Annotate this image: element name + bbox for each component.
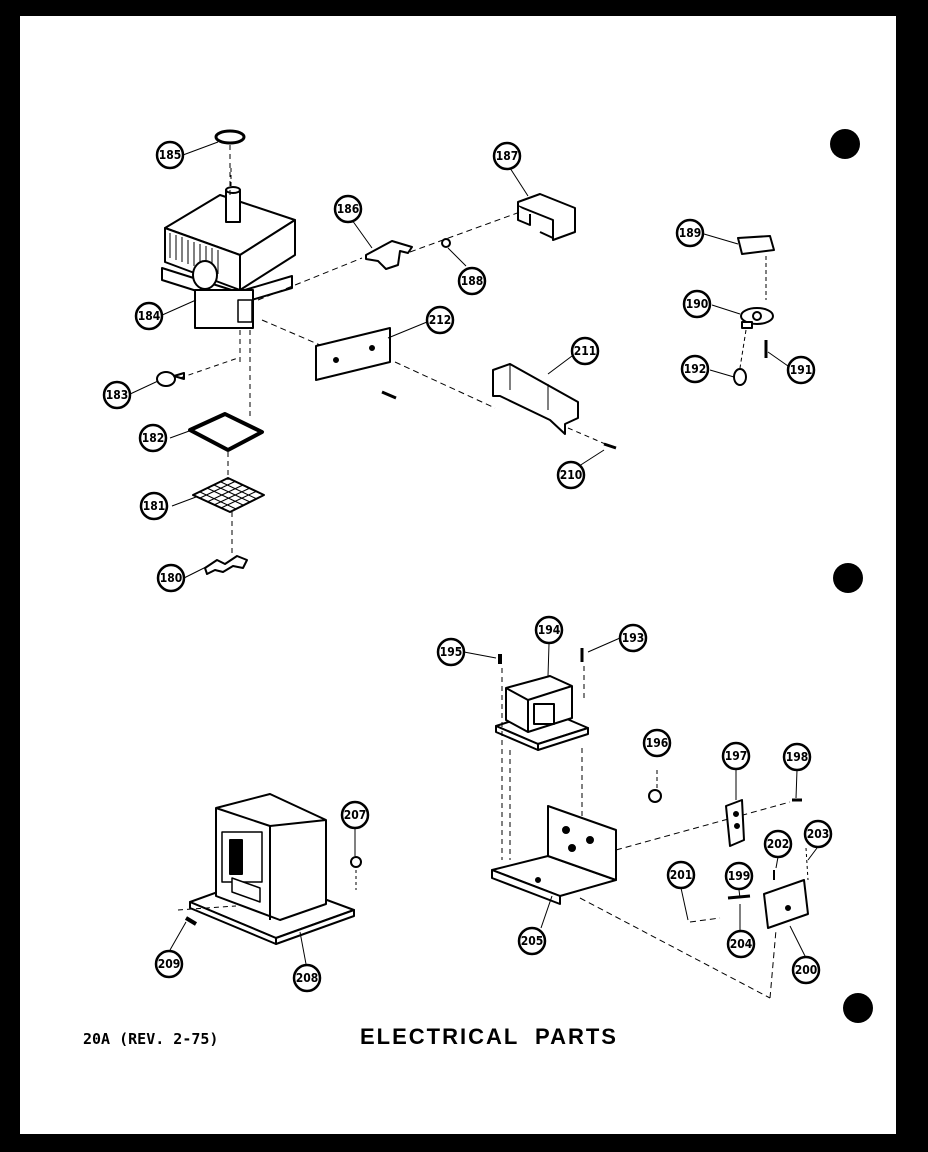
svg-text:197: 197 xyxy=(725,749,748,763)
callout-204: 204 xyxy=(726,929,756,959)
callout-182: 182 xyxy=(138,423,168,453)
callout-200: 201 xyxy=(666,860,696,890)
svg-text:205: 205 xyxy=(521,934,544,948)
callout-183: 183 xyxy=(102,380,132,410)
svg-text:192: 192 xyxy=(684,362,707,376)
pin-199 xyxy=(727,894,751,900)
callout-205: 205 xyxy=(517,926,547,956)
svg-text:212: 212 xyxy=(429,313,452,327)
switch-197 xyxy=(725,799,745,847)
svg-text:184: 184 xyxy=(138,309,161,323)
callout-203: 200 xyxy=(791,955,821,985)
svg-text:180: 180 xyxy=(160,571,183,585)
svg-text:183: 183 xyxy=(106,388,129,402)
svg-text:182: 182 xyxy=(142,431,165,445)
connector-183 xyxy=(156,371,185,387)
bracket-186 xyxy=(365,240,413,270)
punch-hole-top xyxy=(830,129,860,159)
svg-text:195: 195 xyxy=(440,645,463,659)
clip-180 xyxy=(204,555,248,575)
svg-text:207: 207 xyxy=(344,808,367,822)
callout-209: 209 xyxy=(154,949,184,979)
ring-185 xyxy=(214,129,246,145)
callout-211: 211 xyxy=(570,336,600,366)
callout-192: 192 xyxy=(680,354,710,384)
callout-195: 195 xyxy=(436,637,466,667)
transformer-194 xyxy=(495,675,589,751)
svg-text:201: 201 xyxy=(670,868,693,882)
bracket-211 xyxy=(492,363,579,435)
page-code: 20A (REV. 2-75) xyxy=(83,1030,219,1048)
callout-207: 207 xyxy=(340,800,370,830)
punch-hole-bottom xyxy=(843,993,873,1023)
svg-text:196: 196 xyxy=(646,736,669,750)
callout-188: 188 xyxy=(457,266,487,296)
plate-212 xyxy=(315,327,397,400)
svg-text:188: 188 xyxy=(461,274,484,288)
callout-208: 208 xyxy=(292,963,322,993)
svg-text:211: 211 xyxy=(574,344,597,358)
svg-text:203: 203 xyxy=(807,827,830,841)
callout-185: 185 xyxy=(155,140,185,170)
callout-197: 197 xyxy=(721,741,751,771)
nut-196 xyxy=(648,789,662,803)
plate-203 xyxy=(763,879,809,929)
svg-text:209: 209 xyxy=(158,957,181,971)
callout-187: 187 xyxy=(492,141,522,171)
svg-text:181: 181 xyxy=(143,499,166,513)
svg-text:208: 208 xyxy=(296,971,319,985)
svg-text:193: 193 xyxy=(622,631,645,645)
callout-181: 181 xyxy=(139,491,169,521)
parts-sheet: 185 184 183 182 181 180 186 187 188 212 … xyxy=(20,16,896,1134)
cover-187 xyxy=(517,193,576,241)
svg-text:198: 198 xyxy=(786,750,809,764)
svg-text:187: 187 xyxy=(496,149,519,163)
callout-199: 199 xyxy=(724,861,754,891)
callout-196: 196 xyxy=(642,728,672,758)
exploded-parts-diagram: 185 184 183 182 181 180 186 187 188 212 … xyxy=(102,129,833,999)
callout-210: 210 xyxy=(556,460,586,490)
nut-188 xyxy=(441,238,451,248)
part-192 xyxy=(733,368,747,386)
callout-190: 190 xyxy=(682,289,712,319)
gasket-182 xyxy=(188,412,264,452)
callout-212: 212 xyxy=(425,305,455,335)
screw-209 xyxy=(184,916,198,926)
callout-201: 202 xyxy=(763,829,793,859)
svg-text:210: 210 xyxy=(560,468,583,482)
filter-181 xyxy=(192,477,265,513)
screw-210 xyxy=(603,442,617,450)
svg-text:199: 199 xyxy=(728,869,751,883)
svg-text:185: 185 xyxy=(159,148,182,162)
thermal-190 xyxy=(740,307,774,329)
punch-hole-middle xyxy=(833,563,863,593)
svg-text:186: 186 xyxy=(337,202,360,216)
nut-207 xyxy=(350,856,362,868)
callout-191: 191 xyxy=(786,355,816,385)
base-205 xyxy=(491,805,617,905)
svg-text:200: 200 xyxy=(795,963,818,977)
callout-202: 203 xyxy=(803,819,833,849)
svg-text:204: 204 xyxy=(730,937,753,951)
callout-194: 194 xyxy=(534,615,564,645)
svg-text:194: 194 xyxy=(538,623,561,637)
callout-184: 184 xyxy=(134,301,164,331)
svg-text:190: 190 xyxy=(686,297,709,311)
magnetron-184 xyxy=(161,168,296,329)
svg-text:202: 202 xyxy=(767,837,790,851)
callout-189: 189 xyxy=(675,218,705,248)
callout-180: 180 xyxy=(156,563,186,593)
transformer-208 xyxy=(189,793,355,945)
page-title: ELECTRICAL PARTS xyxy=(360,1024,618,1049)
callout-186: 186 xyxy=(333,194,363,224)
svg-text:191: 191 xyxy=(790,363,813,377)
callout-198: 198 xyxy=(782,742,812,772)
part-189 xyxy=(737,235,775,255)
callout-193: 193 xyxy=(618,623,648,653)
svg-text:189: 189 xyxy=(679,226,702,240)
